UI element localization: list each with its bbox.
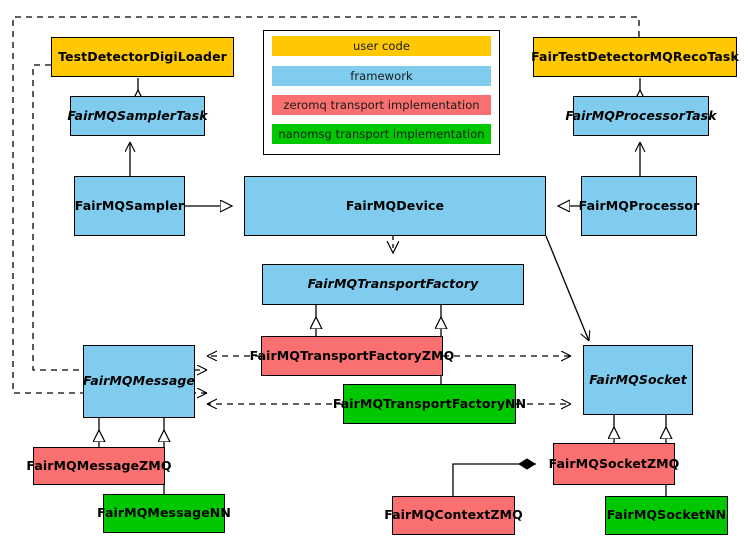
class-node-fairmqcontextzmq[interactable]: FairMQContextZMQ: [384, 496, 523, 535]
class-node-fairmqmessagenn[interactable]: FairMQMessageNN: [97, 494, 231, 533]
class-node-fairmqsocketzmq[interactable]: FairMQSocketZMQ: [549, 443, 679, 485]
class-node-testdetectordigiloader[interactable]: TestDetectorDigiLoader: [51, 37, 234, 77]
class-node-fairmqsocket[interactable]: FairMQSocket: [583, 345, 693, 415]
class-node-fairmqsocketnn[interactable]: FairMQSocketNN: [605, 496, 728, 535]
legend-item-framework: framework: [272, 66, 491, 86]
legend-item-user-code: user code: [272, 36, 491, 56]
class-node-fairmqtransportfactorynn[interactable]: FairMQTransportFactoryNN: [333, 384, 526, 424]
class-node-fairmqtransportfactory[interactable]: FairMQTransportFactory: [262, 264, 524, 305]
class-node-fairmqsampler[interactable]: FairMQSampler: [74, 176, 185, 236]
legend-item-nanomsg: nanomsg transport implementation: [272, 124, 491, 144]
class-node-fairmqmessage[interactable]: FairMQMessage: [83, 345, 195, 418]
class-node-fairtestdetectormqrecotask[interactable]: FairTestDetectorMQRecoTask: [531, 37, 739, 77]
class-node-fairmqprocessortask[interactable]: FairMQProcessorTask: [565, 96, 717, 136]
legend-item-zeromq: zeromq transport implementation: [272, 95, 491, 115]
class-node-fairmqtransportfactoryzmq[interactable]: FairMQTransportFactoryZMQ: [250, 336, 454, 376]
class-node-fairmqprocessor[interactable]: FairMQProcessor: [579, 176, 699, 236]
class-node-fairmqdevice[interactable]: FairMQDevice: [244, 176, 546, 236]
class-node-fairmqmessagezmq[interactable]: FairMQMessageZMQ: [26, 447, 171, 485]
class-node-fairmqsamplertask[interactable]: FairMQSamplerTask: [67, 96, 208, 136]
